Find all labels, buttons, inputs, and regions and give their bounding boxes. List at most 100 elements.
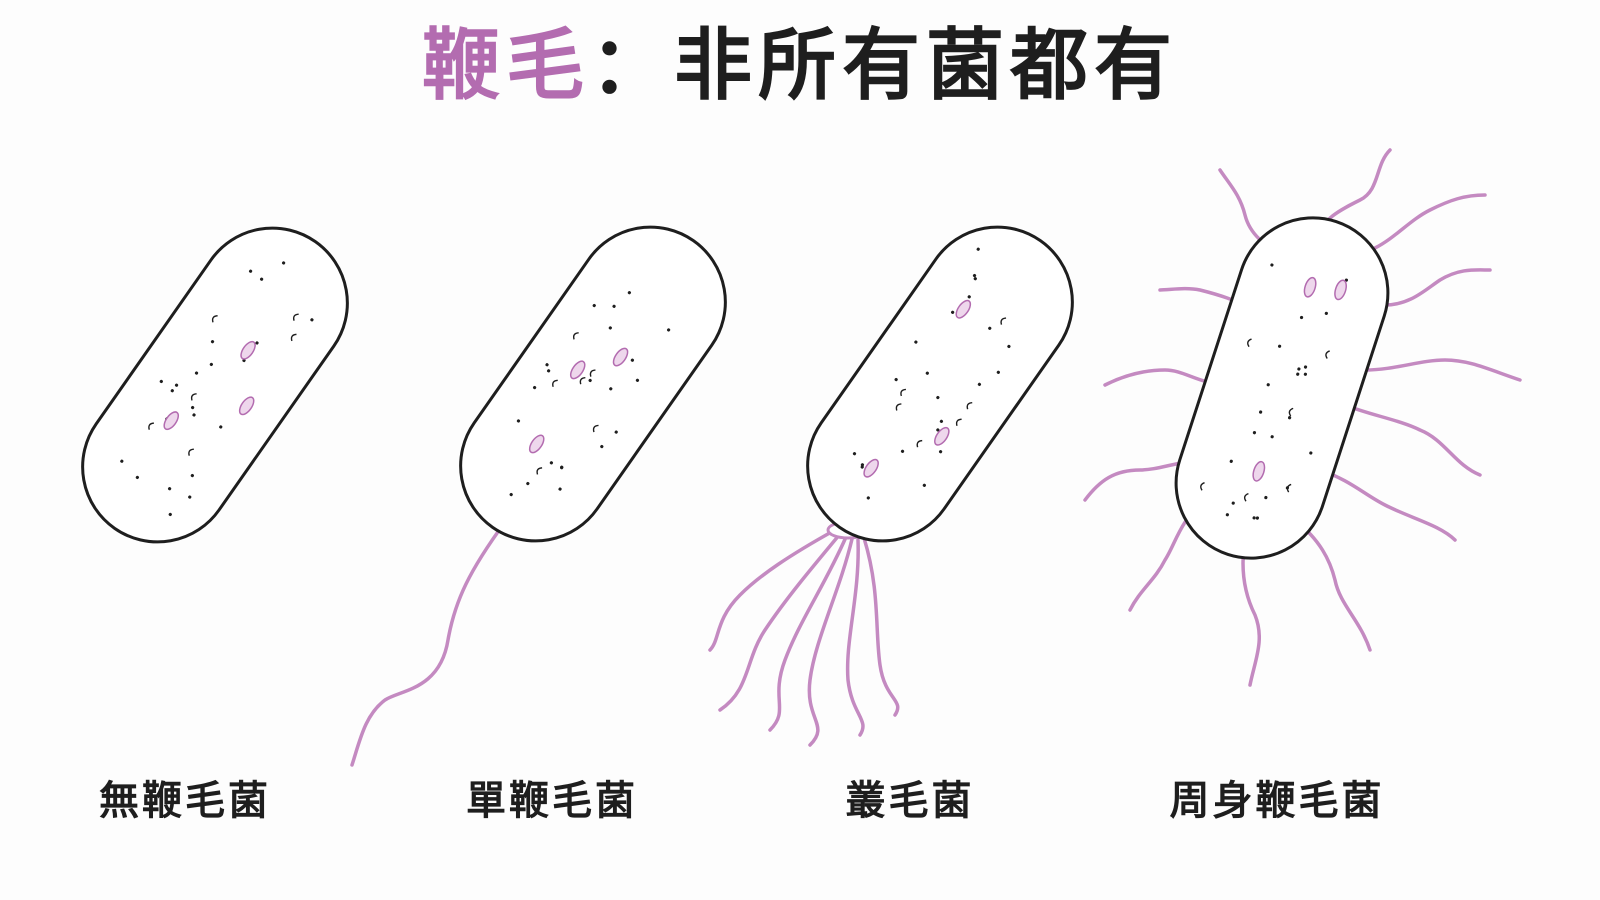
flagella-around	[1083, 148, 1522, 687]
label-lophotrichous: 叢毛菌	[845, 778, 975, 824]
granule-dot	[1255, 516, 1260, 520]
granule-dot	[1229, 459, 1233, 463]
granule-dot	[977, 382, 982, 386]
flagella-tuft	[708, 528, 900, 747]
granule-dot	[866, 496, 870, 500]
granule-dot	[608, 326, 612, 330]
inclusion-body	[1334, 279, 1348, 301]
granule-arc	[895, 403, 902, 411]
granule-dot	[194, 371, 199, 375]
granule-dot	[612, 304, 616, 308]
bacterium-peritrichous	[1083, 148, 1522, 687]
granule-dot	[967, 295, 971, 299]
cell-granules	[509, 291, 671, 497]
granule-dot	[925, 371, 929, 375]
granule-dot	[560, 466, 564, 470]
granule-dot	[996, 370, 1000, 374]
inclusion-body	[934, 426, 950, 446]
granule-dot	[168, 512, 172, 517]
inclusion-body	[863, 458, 879, 478]
granule-dot	[588, 378, 592, 383]
granule-dot	[1324, 311, 1328, 315]
granule-dot	[1259, 410, 1263, 414]
granule-dot	[526, 481, 530, 486]
granule-arc	[592, 424, 599, 433]
granule-dot	[533, 385, 537, 390]
granule-arc	[1288, 407, 1294, 417]
granule-dot	[281, 261, 286, 265]
granule-dot	[168, 487, 172, 491]
granule-dot	[973, 277, 977, 281]
granule-arc	[292, 313, 299, 321]
granule-dot	[209, 362, 213, 366]
granule-dot	[509, 492, 513, 497]
granule-dot	[988, 326, 992, 330]
granule-dot	[976, 247, 980, 251]
inclusion-body	[955, 299, 972, 319]
granule-arc	[1286, 483, 1292, 493]
granule-dot	[627, 291, 631, 295]
cell-body	[806, 225, 1074, 543]
granule-dot	[1007, 344, 1011, 349]
inclusion-body	[240, 340, 256, 360]
granule-dot	[1297, 367, 1301, 371]
granule-dot	[635, 378, 640, 382]
inclusion-body	[528, 434, 545, 454]
single-flagellum	[350, 520, 507, 767]
granule-dot	[159, 379, 163, 384]
granule-dot	[135, 475, 139, 479]
bacterium-no-flagella	[81, 226, 349, 544]
granule-dot	[545, 363, 549, 367]
cell-granules	[120, 261, 314, 517]
granule-dot	[188, 495, 192, 499]
granule-arc	[1243, 492, 1249, 502]
title-highlight: 鞭毛	[421, 21, 590, 111]
granule-dot	[630, 358, 634, 362]
granule-dot	[939, 419, 944, 423]
granule-dot	[120, 459, 124, 463]
granule-dot	[1277, 344, 1282, 348]
granule-dot	[614, 430, 618, 434]
inclusion-body	[1303, 276, 1317, 298]
bacterium-lophotrichous	[708, 225, 1074, 747]
granule-dot	[255, 341, 259, 345]
granule-dot	[1287, 416, 1292, 420]
granule-arc	[1325, 350, 1330, 359]
page-title: 鞭毛：非所有菌都有	[0, 21, 1600, 112]
granule-dot	[938, 450, 943, 454]
granule-dot	[860, 463, 865, 467]
granule-dot	[1225, 513, 1229, 517]
bacterium-monotrichous	[350, 225, 727, 767]
granule-dot	[549, 461, 553, 465]
granule-dot	[248, 269, 253, 273]
granule-dot	[192, 413, 196, 417]
granule-dot	[609, 387, 613, 391]
granule-dot	[951, 310, 955, 314]
title-rest: ：非所有菌都有	[590, 21, 1179, 111]
granule-arc	[290, 333, 297, 342]
granule-dot	[174, 383, 179, 387]
granule-arc	[552, 379, 558, 388]
granule-dot	[1299, 315, 1304, 320]
granule-arc	[589, 369, 596, 377]
granule-dot	[170, 389, 174, 393]
inclusion-body	[238, 396, 255, 416]
granule-dot	[600, 444, 604, 449]
granule-dot	[914, 340, 918, 344]
granule-arc	[572, 332, 579, 340]
granule-arc	[536, 467, 543, 475]
granule-dot	[1270, 435, 1274, 439]
inclusion-body	[612, 347, 629, 367]
cell-body	[1174, 216, 1390, 560]
granule-arc	[579, 376, 586, 385]
granule-arc	[211, 315, 218, 323]
granule-dot	[260, 277, 264, 281]
granule-dot	[1264, 495, 1268, 500]
granule-dot	[667, 328, 671, 332]
granule-dot	[210, 340, 215, 344]
granule-dot	[310, 318, 314, 322]
granule-arc	[1000, 317, 1007, 325]
granule-dot	[191, 405, 195, 410]
cell-granules	[1200, 263, 1348, 520]
